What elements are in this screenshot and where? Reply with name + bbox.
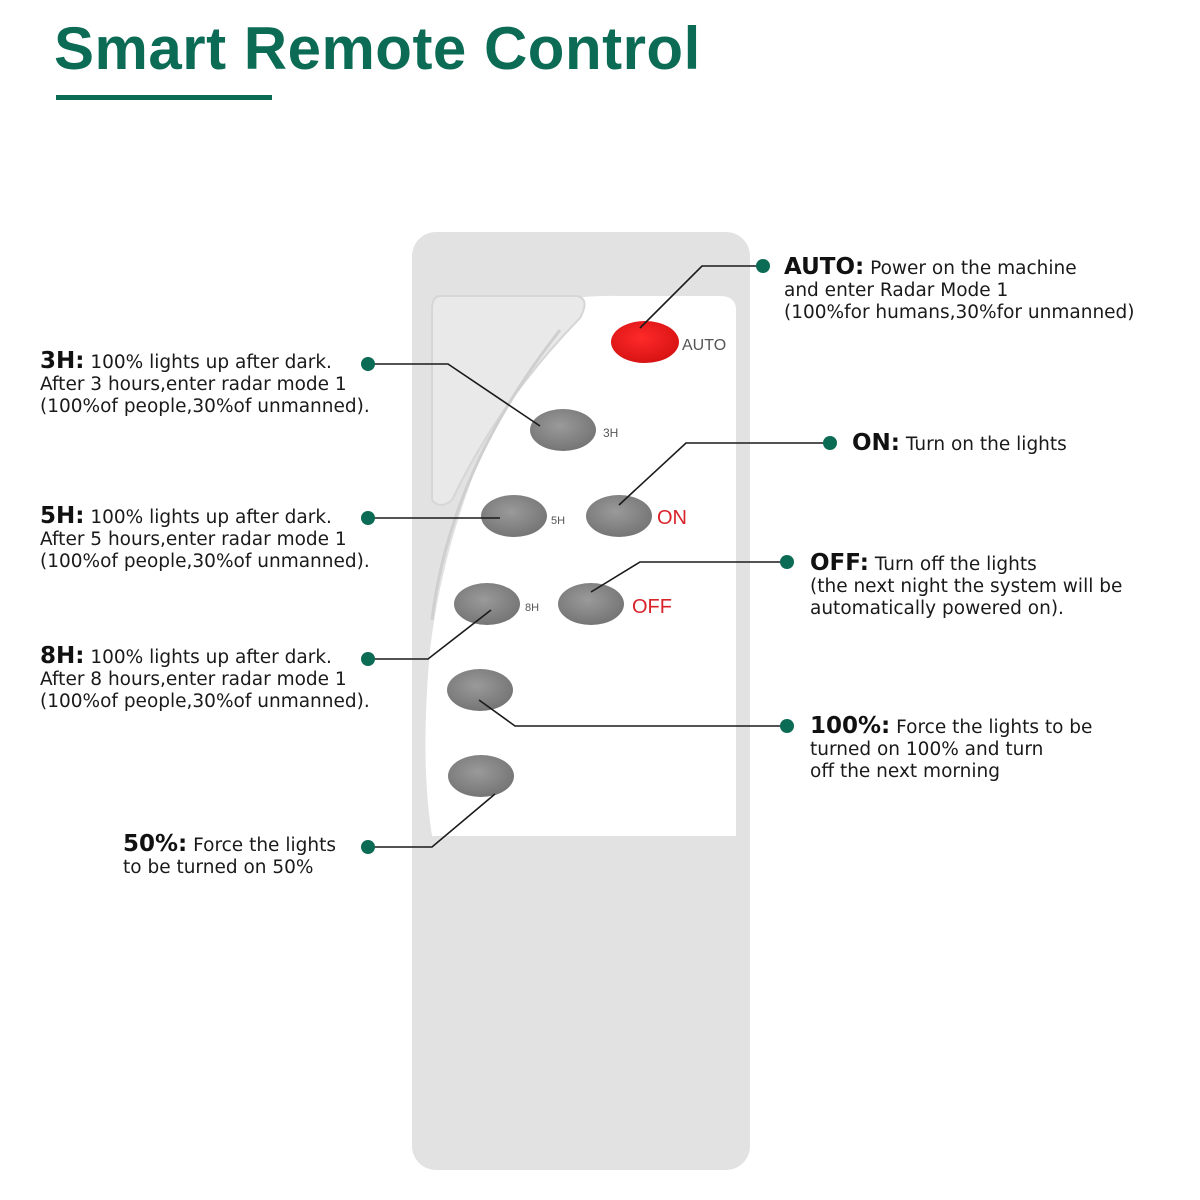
50-dot xyxy=(361,840,375,854)
8h-label: 8H xyxy=(525,602,539,614)
3h-desc-3: (100%of people,30%of unmanned). xyxy=(40,396,370,417)
auto-button[interactable] xyxy=(611,321,679,363)
5h-key: 5H: xyxy=(40,503,85,529)
off-label: OFF xyxy=(632,596,672,618)
8h-desc-2: After 8 hours,enter radar mode 1 xyxy=(40,669,347,690)
auto-desc-1: Power on the machine xyxy=(870,258,1077,279)
3h-desc-2: After 3 hours,enter radar mode 1 xyxy=(40,374,347,395)
8h-callout: 8H: 100% lights up after dark. After 8 h… xyxy=(40,645,370,713)
off-key: OFF: xyxy=(810,550,869,576)
remote-groove xyxy=(430,329,562,621)
on-callout: ON: Turn on the lights xyxy=(852,432,1067,456)
3h-callout: 3H: 100% lights up after dark. After 3 h… xyxy=(40,350,370,418)
5h-callout: 5H: 100% lights up after dark. After 5 h… xyxy=(40,505,370,573)
3h-key: 3H: xyxy=(40,348,85,374)
50-desc-2: to be turned on 50% xyxy=(123,857,314,878)
auto-desc-2: and enter Radar Mode 1 xyxy=(784,280,1009,301)
auto-dot xyxy=(756,259,770,273)
8h-dot xyxy=(361,652,375,666)
5h-desc-1: 100% lights up after dark. xyxy=(90,507,332,528)
5h-desc-2: After 5 hours,enter radar mode 1 xyxy=(40,529,347,550)
on-dot xyxy=(823,436,837,450)
8h-button[interactable] xyxy=(454,583,520,625)
50-leader xyxy=(368,793,496,848)
title-underline xyxy=(56,95,272,100)
50-percent-callout: 50%: Force the lights to be turned on 50… xyxy=(123,833,336,879)
100-desc-3: off the next morning xyxy=(810,761,1001,782)
auto-callout: AUTO: Power on the machine and enter Rad… xyxy=(784,256,1135,324)
100-percent-button[interactable] xyxy=(447,669,513,711)
page-title: Smart Remote Control xyxy=(54,15,701,82)
100-percent-callout: 100%: Force the lights to be turned on 1… xyxy=(810,715,1092,783)
8h-leader xyxy=(368,609,492,660)
100-leader xyxy=(478,699,787,727)
50-percent-button[interactable] xyxy=(448,755,514,797)
100-dot xyxy=(780,719,794,733)
off-leader xyxy=(590,561,787,593)
auto-key: AUTO: xyxy=(784,254,865,280)
on-key: ON: xyxy=(852,430,900,456)
off-desc-2: (the next night the system will be xyxy=(810,576,1123,597)
50-key: 50%: xyxy=(123,831,188,857)
5h-button[interactable] xyxy=(481,495,547,537)
5h-label: 5H xyxy=(551,515,565,527)
5h-desc-3: (100%of people,30%of unmanned). xyxy=(40,551,370,572)
100-desc-1: Force the lights to be xyxy=(896,717,1093,738)
3h-label: 3H xyxy=(603,426,618,440)
on-desc-1: Turn on the lights xyxy=(905,434,1067,455)
5h-dot xyxy=(361,511,375,525)
off-dot xyxy=(780,555,794,569)
off-desc-3: automatically powered on). xyxy=(810,598,1064,619)
on-label: ON xyxy=(657,507,687,529)
off-desc-1: Turn off the lights xyxy=(874,554,1037,575)
auto-desc-3: (100%for humans,30%for unmanned) xyxy=(784,302,1135,323)
8h-desc-1: 100% lights up after dark. xyxy=(90,647,332,668)
off-callout: OFF: Turn off the lights (the next night… xyxy=(810,552,1122,620)
8h-desc-3: (100%of people,30%of unmanned). xyxy=(40,691,370,712)
off-button[interactable] xyxy=(558,583,624,625)
3h-leader xyxy=(368,363,541,427)
3h-dot xyxy=(361,357,375,371)
3h-desc-1: 100% lights up after dark. xyxy=(90,352,332,373)
on-leader xyxy=(618,442,830,506)
3h-button[interactable] xyxy=(530,409,596,451)
50-desc-1: Force the lights xyxy=(193,835,336,856)
100-desc-2: turned on 100% and turn xyxy=(810,739,1044,760)
100-key: 100%: xyxy=(810,713,891,739)
8h-key: 8H: xyxy=(40,643,85,669)
auto-leader xyxy=(639,265,763,329)
auto-label: AUTO xyxy=(682,337,726,354)
on-button[interactable] xyxy=(586,495,652,537)
